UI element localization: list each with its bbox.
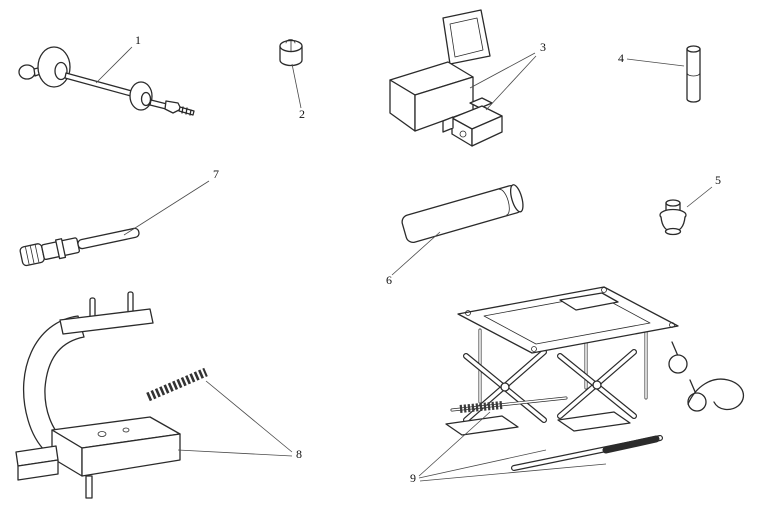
- callout-3: 3: [469, 40, 546, 111]
- callout-9: 9: [410, 411, 607, 485]
- part-3-case-adapter-drawing: [389, 9, 503, 147]
- handle-grip: [602, 435, 660, 454]
- callout-2: 2: [291, 63, 305, 121]
- part-7-shaft-tool-drawing: [19, 227, 140, 267]
- part-1-shaft-with-discs-drawing: [18, 46, 195, 116]
- callout-4: 4: [618, 51, 685, 67]
- part-8-spring-drawing: [146, 367, 208, 402]
- callout-6: 6: [386, 231, 441, 287]
- callout-7: 7: [123, 167, 219, 236]
- part-4-pin-drawing: [686, 45, 701, 103]
- part-8-press-frame-drawing: [15, 291, 181, 499]
- part-number-4: 4: [618, 51, 624, 65]
- part-number-3: 3: [540, 40, 546, 54]
- part-6-tube-drawing: [401, 184, 524, 243]
- part-number-9: 9: [410, 471, 416, 485]
- part-number-6: 6: [386, 273, 392, 287]
- callout-1: 1: [95, 33, 141, 84]
- part-5-cap-drawing: [659, 199, 687, 236]
- callout-5: 5: [686, 173, 721, 208]
- hook-handle: [687, 378, 745, 411]
- callout-8: 8: [177, 380, 302, 461]
- part-number-7: 7: [213, 167, 219, 181]
- part-2-bushing-drawing: [279, 39, 303, 67]
- part-number-2: 2: [299, 107, 305, 121]
- part-number-5: 5: [715, 173, 721, 187]
- jack-top-frame: [457, 286, 679, 354]
- part-9-scissor-jack-drawing: [445, 286, 745, 471]
- callouts: 1 2 3 4 5 6 7 8: [95, 33, 721, 485]
- part-number-8: 8: [296, 447, 302, 461]
- part-number-1: 1: [135, 33, 141, 47]
